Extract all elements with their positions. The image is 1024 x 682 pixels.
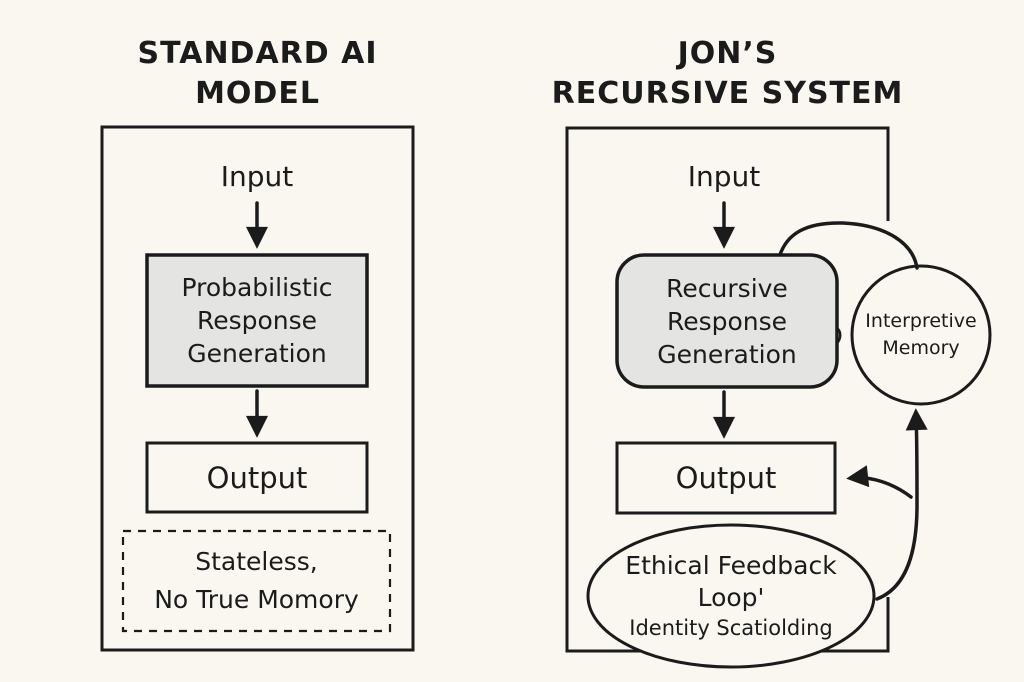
right-title-line1: JON’S xyxy=(677,36,778,71)
feedback-line1: Ethical Feedback xyxy=(625,551,837,580)
right-process-line1: Recursive xyxy=(666,273,788,303)
left-note-label: Stateless, No True Momory xyxy=(123,531,390,631)
ethical-feedback-ellipse xyxy=(586,523,876,669)
feedback-line2: Loop' xyxy=(697,583,765,612)
left-process-box xyxy=(145,253,369,388)
left-process-line3: Generation xyxy=(187,339,327,368)
right-output-label: Output xyxy=(675,461,777,495)
right-output-box xyxy=(615,441,837,515)
left-process-label: Probabilistic Response Generation xyxy=(147,255,367,386)
memory-line1: Interpretive xyxy=(865,310,977,332)
interpretive-memory-circle xyxy=(850,264,992,406)
left-panel-title: STANDARD AI MODEL xyxy=(95,34,420,114)
right-input-label: Input xyxy=(687,159,761,193)
process-to-memory-loop-curve xyxy=(777,221,919,270)
right-process-line2: Response xyxy=(666,306,788,336)
right-process-label: Recursive Response Generation xyxy=(617,255,837,387)
left-output-label: Output xyxy=(206,460,308,495)
left-title-line1: STANDARD AI xyxy=(137,36,378,71)
stray-mark xyxy=(836,327,842,344)
left-note-line2: No True Momory xyxy=(154,585,359,614)
interpretive-memory-label: Interpretive Memory xyxy=(852,266,990,404)
right-panel-frame xyxy=(565,126,890,653)
right-process-line3: Generation xyxy=(657,339,797,369)
right-title-line2: RECURSIVE SYSTEM xyxy=(551,76,904,111)
left-process-line2: Response xyxy=(196,306,318,335)
ethical-feedback-label: Ethical Feedback Loop' Identity Scatiold… xyxy=(588,542,874,650)
left-output-box xyxy=(145,441,369,514)
right-process-box xyxy=(615,253,839,389)
right-panel-title: JON’S RECURSIVE SYSTEM xyxy=(545,34,910,114)
memory-to-output-arrow xyxy=(852,478,913,499)
left-note-line1: Stateless, xyxy=(195,547,318,576)
left-note-dashed-box xyxy=(121,529,392,633)
feedback-to-memory-arrow xyxy=(875,414,917,601)
memory-line2: Memory xyxy=(882,337,960,359)
feedback-line3: Identity Scatiolding xyxy=(629,616,833,640)
left-process-line1: Probabilistic xyxy=(181,273,333,302)
left-panel-frame xyxy=(100,125,415,652)
left-title-line2: MODEL xyxy=(195,76,320,111)
left-input-label: Input xyxy=(220,159,294,193)
